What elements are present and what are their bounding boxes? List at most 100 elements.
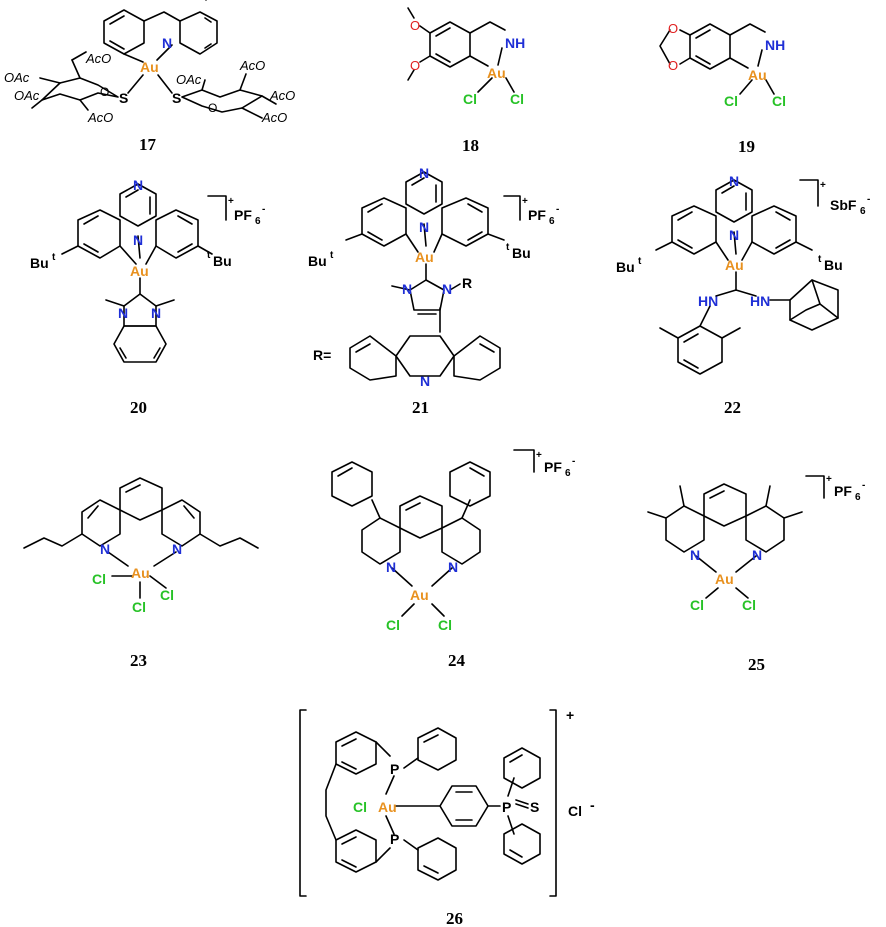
- counterion-charge: -: [556, 204, 559, 215]
- nitrogen-atom: N: [118, 305, 128, 321]
- nitrogen-atom: N: [133, 232, 143, 248]
- compound-number: 20: [130, 398, 147, 417]
- nitrogen-atom: N: [442, 281, 452, 297]
- tert-superscript: t: [818, 254, 822, 265]
- tert-butyl-label: Bu: [213, 253, 232, 269]
- nitrogen-atom: N: [133, 177, 143, 193]
- compound-21: N N Au N N R R= N Bu t t Bu PF 6 - + 21: [308, 165, 559, 417]
- gold-atom: Au: [378, 799, 397, 815]
- counterion-subscript: 6: [255, 216, 261, 227]
- nitrogen-atom: N: [729, 173, 739, 189]
- compound-23: N N Au Cl Cl Cl 23: [23, 477, 259, 670]
- cation-charge: +: [566, 707, 574, 723]
- compound-26: P P Au Cl P S + Cl - 26: [299, 707, 595, 927]
- counterion-subscript: 6: [549, 216, 555, 227]
- tert-superscript: t: [638, 256, 642, 267]
- amine-hn: HN: [750, 293, 770, 309]
- amine-nh: NH: [765, 37, 785, 53]
- acetoxy-label: AcO: [239, 58, 265, 73]
- compound-number: 23: [130, 651, 147, 670]
- counterion-charge: -: [862, 480, 865, 491]
- oxygen-atom: O: [410, 18, 420, 33]
- chloride-counterion: Cl: [568, 803, 582, 819]
- sulfur-atom: S: [172, 90, 181, 106]
- tert-superscript: t: [207, 250, 211, 261]
- chlorine-atom: Cl: [690, 597, 704, 613]
- acetoxy-label: AcO: [261, 110, 287, 125]
- acetoxy-label: OAc: [14, 88, 40, 103]
- ring-oxygen: O: [100, 85, 109, 99]
- nitrogen-atom: N: [419, 219, 429, 235]
- phosphorus-atom: P: [502, 799, 511, 815]
- chlorine-atom: Cl: [772, 93, 786, 109]
- compound-number: 22: [724, 398, 741, 417]
- sulfur-atom: S: [119, 90, 128, 106]
- compound-25: N N Au Cl Cl PF 6 - + 25: [647, 474, 865, 674]
- counterion-subscript: 6: [860, 206, 866, 217]
- chlorine-atom: Cl: [438, 617, 452, 633]
- amine-nh: NH: [505, 35, 525, 51]
- nitrogen-atom: N: [752, 547, 762, 563]
- acetoxy-label: OAc: [4, 70, 30, 85]
- tert-butyl-label: Bu: [30, 255, 49, 271]
- amine-hn: HN: [698, 293, 718, 309]
- gold-atom: Au: [131, 565, 150, 581]
- nitrogen-atom: N: [100, 541, 110, 557]
- compound-number: 17: [139, 135, 157, 154]
- counterion-label: PF: [834, 483, 852, 499]
- phosphorus-atom: P: [390, 831, 399, 847]
- gold-atom: Au: [487, 65, 506, 81]
- compound-number: 26: [446, 909, 463, 927]
- counterion-charge: -: [590, 797, 595, 813]
- gold-atom: Au: [130, 263, 149, 279]
- gold-atom: Au: [140, 59, 159, 75]
- compound-number: 24: [448, 651, 466, 670]
- phosphorus-atom: P: [390, 761, 399, 777]
- substituent-r: R: [462, 275, 472, 291]
- nitrogen-atom: N: [402, 281, 412, 297]
- nitrogen-atom: N: [172, 541, 182, 557]
- tert-butyl-label: Bu: [512, 245, 531, 261]
- chlorine-atom: Cl: [353, 799, 367, 815]
- acetoxy-label: AcO: [85, 51, 111, 66]
- nitrogen-atom: N: [162, 35, 172, 51]
- nitrogen-atom: N: [419, 165, 429, 181]
- compound-24: N N Au Cl Cl PF 6 - + 24: [331, 449, 575, 670]
- chlorine-atom: Cl: [510, 91, 524, 107]
- chlorine-atom: Cl: [92, 571, 106, 587]
- ring-oxygen: O: [208, 101, 217, 115]
- compound-17: Au N S S AcO OAc OAc AcO O OAc AcO AcO A…: [4, 9, 295, 154]
- compound-22: N N Au HN HN Bu t t Bu SbF 6 - + 22: [205, 0, 870, 417]
- cation-charge: +: [536, 450, 542, 461]
- sulfur-atom: S: [530, 799, 539, 815]
- gold-atom: Au: [748, 67, 767, 83]
- counterion-subscript: 6: [565, 468, 571, 479]
- tert-superscript: t: [506, 242, 510, 253]
- compound-number: 19: [738, 137, 755, 156]
- gold-atom: Au: [410, 587, 429, 603]
- chlorine-atom: Cl: [132, 599, 146, 615]
- chlorine-atom: Cl: [160, 587, 174, 603]
- chlorine-atom: Cl: [386, 617, 400, 633]
- nitrogen-atom: N: [420, 373, 430, 389]
- tert-butyl-label: Bu: [308, 253, 327, 269]
- counterion-label: SbF: [830, 197, 857, 213]
- gold-atom: Au: [725, 257, 744, 273]
- acetoxy-label: OAc: [176, 72, 202, 87]
- counterion-label: PF: [544, 459, 562, 475]
- cation-charge: +: [228, 196, 234, 207]
- tert-superscript: t: [330, 250, 334, 261]
- acetoxy-label: AcO: [87, 110, 113, 125]
- counterion-charge: -: [572, 456, 575, 467]
- counterion-charge: -: [262, 204, 265, 215]
- compound-number: 25: [748, 655, 765, 674]
- counterion-label: PF: [528, 207, 546, 223]
- compound-number: 18: [462, 136, 479, 155]
- nitrogen-atom: N: [386, 559, 396, 575]
- compound-20: N N Au N N Bu t t Bu PF 6 - + 20: [30, 177, 265, 417]
- tert-butyl-label: Bu: [824, 257, 843, 273]
- counterion-subscript: 6: [855, 492, 861, 503]
- cation-charge: +: [522, 196, 528, 207]
- nitrogen-atom: N: [151, 305, 161, 321]
